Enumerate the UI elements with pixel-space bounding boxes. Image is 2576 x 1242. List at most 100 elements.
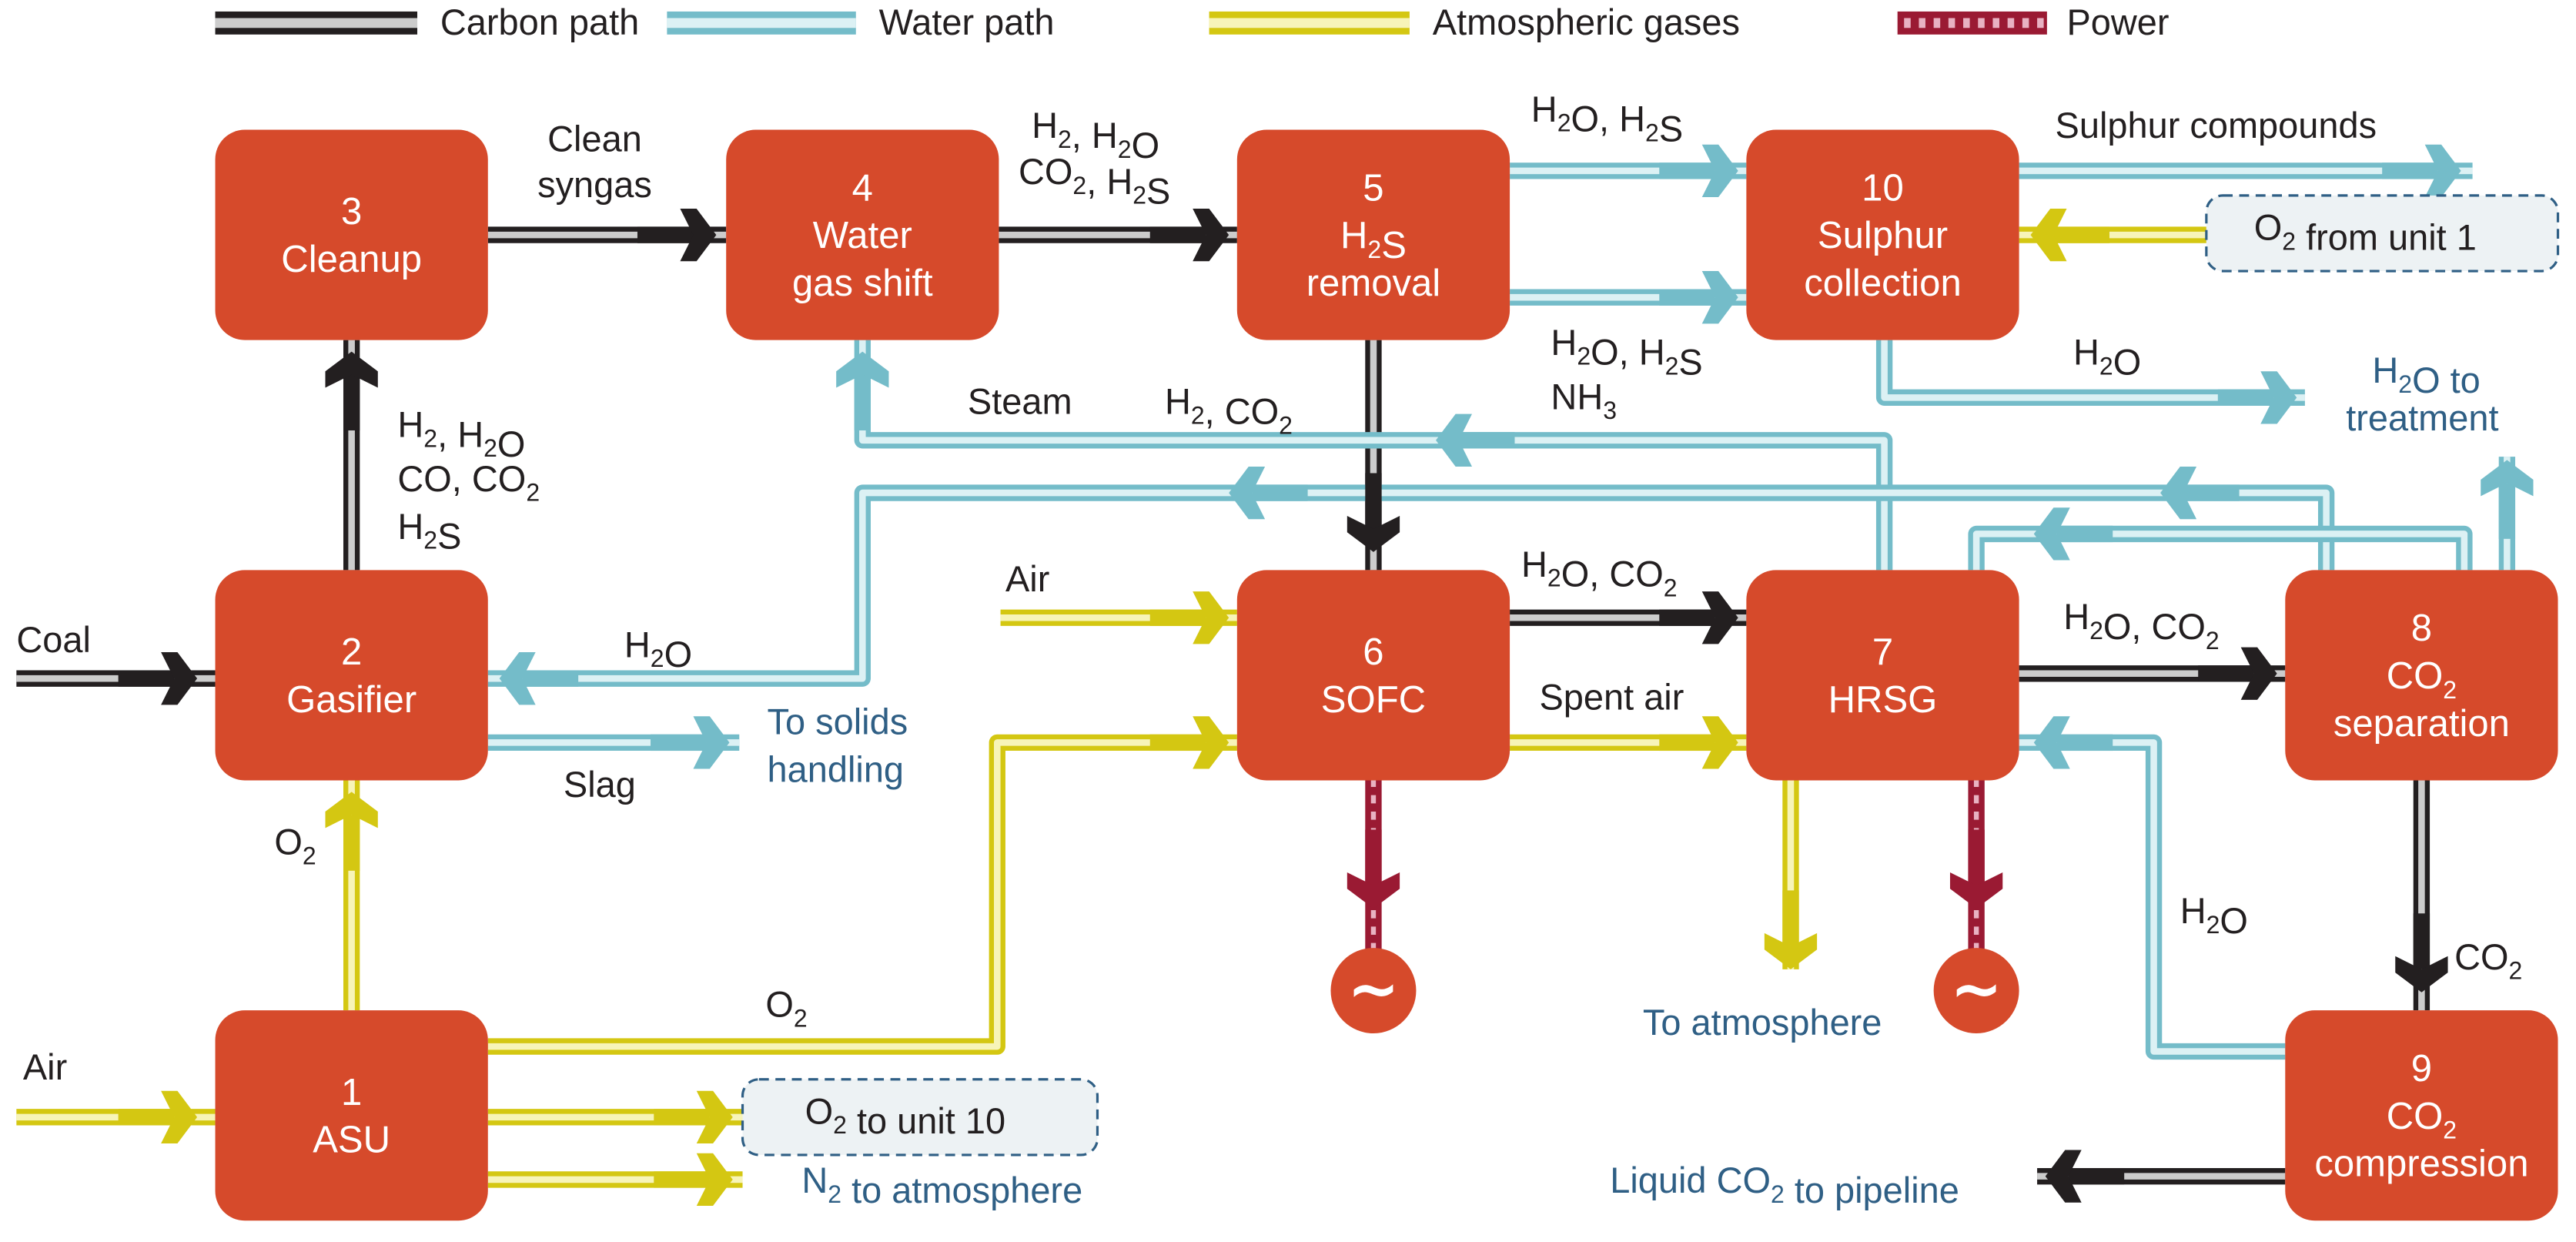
label-h2o-to-treatment-1: H2O to: [2372, 350, 2480, 400]
arrow-o2-sofc: [1149, 716, 1229, 769]
unit-number: 2: [341, 631, 362, 673]
arrow-gasifier-up: [325, 351, 378, 431]
label-n2-to-atmosphere: N2 to atmosphere: [801, 1160, 1082, 1210]
pipe-sulphur-h2o: [1875, 340, 2305, 406]
unit-number: 6: [1363, 631, 1383, 673]
legend-label-carbon: Carbon path: [440, 2, 639, 42]
unit-number: 3: [341, 191, 362, 233]
label-clean-syngas-1: Clean: [547, 119, 642, 159]
label-gasifier-out-1: H2, H2O: [397, 405, 525, 465]
label-liquid-co2: Liquid CO2 to pipeline: [1610, 1160, 1959, 1210]
legend-label-water: Water path: [879, 2, 1055, 42]
pipe-comp-hrsg-h2o: [2019, 734, 2286, 1060]
label-air-asu: Air: [23, 1047, 67, 1087]
legend: Carbon path Water path Atmospheric gases Po…: [215, 2, 2170, 42]
unit-name-line: SOFC: [1321, 679, 1426, 721]
label-sulphur-compounds: Sulphur compounds: [2056, 105, 2377, 146]
label-to-atmosphere: To atmosphere: [1643, 1003, 1882, 1043]
unit-box: [726, 129, 999, 340]
legend-item-power: Power: [1897, 2, 2170, 42]
arrow-coal: [118, 652, 198, 705]
label-co2-down: CO2: [2454, 937, 2522, 985]
arrow-h2o-gasifier: [499, 652, 579, 705]
unit-name-line: Sulphur: [1818, 215, 1948, 256]
arrow-h2o-left-right: [2160, 466, 2240, 520]
unit-number: 8: [2411, 608, 2432, 649]
arrow-to-atmosphere: [1764, 890, 1818, 969]
arrow-liquid-co2: [2045, 1150, 2125, 1203]
arrow-n2: [654, 1153, 733, 1207]
arrow-o2-sulphur: [2030, 208, 2109, 262]
unit-number: 7: [1872, 631, 1893, 673]
label-slag: Slag: [564, 765, 636, 805]
label-h2s-top: H2O, H2S: [1531, 89, 1683, 149]
unit-number: 4: [852, 167, 873, 209]
unit-box: [215, 1010, 488, 1221]
arrow-sulphur-compounds: [2382, 144, 2461, 198]
legend-item-water: Water path: [667, 2, 1055, 42]
arrow-wgs-out: [1149, 208, 1229, 262]
label-wgs-out-2: CO2, H2S: [1019, 152, 1170, 212]
label-spent-air: Spent air: [1539, 678, 1684, 718]
legend-item-atmos: Atmospheric gases: [1209, 2, 1740, 42]
generator-2: ~: [1933, 948, 2019, 1034]
unit-box: [2285, 570, 2558, 781]
arrow-slag: [651, 716, 730, 769]
ac-symbol: ~: [1347, 953, 1400, 1026]
label-gasifier-out-3: H2S: [397, 507, 461, 557]
unit-name-line: Water: [813, 215, 912, 256]
generator-icon: [1933, 948, 2019, 1034]
arrow-air-sofc: [1149, 591, 1229, 644]
arrow-air-asu: [118, 1090, 198, 1143]
label-h2o-gasifier: H2O: [624, 624, 692, 675]
arrow-hrsg-co2sep: [2198, 647, 2277, 700]
label-steam: Steam: [968, 382, 1072, 422]
arrow-o2-gasifier: [325, 792, 378, 871]
legend-label-atmos: Atmospheric gases: [1433, 2, 1740, 42]
note-o2-from-unit1: [2205, 194, 2560, 273]
arrow-steam-left: [1436, 413, 1515, 467]
label-o2-to-unit10: O2 to unit 10: [805, 1091, 1005, 1141]
pipe-h2o-co2sep-gasifier: [487, 484, 2335, 687]
arrow-spent-air: [1659, 716, 1738, 769]
label-sofc-out: H2O, CO2: [1521, 544, 1678, 602]
label-to-solids-1: To solids: [768, 702, 908, 742]
label-coal: Coal: [16, 620, 91, 660]
note-o2-to-unit10: [741, 1078, 1099, 1157]
arrow-h2s-top: [1659, 144, 1738, 198]
arrow-h2o-treatment: [2217, 371, 2297, 424]
arrow-treatment-up: [2481, 460, 2534, 539]
unit-name-line: ASU: [313, 1120, 390, 1161]
unit-box: [2285, 1010, 2558, 1221]
unit-name-line: Gasifier: [286, 679, 417, 721]
unit-box: [1236, 129, 1510, 340]
arrow-o2-unit10: [654, 1090, 733, 1143]
label-h2o-to-treatment-2: treatment: [2346, 398, 2498, 438]
unit-name-line: compression: [2314, 1143, 2528, 1185]
label-h2-co2: H2, CO2: [1165, 382, 1293, 440]
generator-1: ~: [1330, 948, 1417, 1034]
unit-name-line: collection: [1804, 263, 1962, 304]
arrow-hrsg-power: [1949, 829, 2003, 909]
arrow-sofc-power: [1347, 829, 1400, 909]
unit-number: 5: [1363, 167, 1383, 209]
arrow-co2-down: [2395, 913, 2448, 993]
arrow-steam-up: [836, 351, 889, 431]
label-h2o-comp: H2O: [2180, 891, 2248, 941]
unit-number: 9: [2411, 1048, 2432, 1090]
label-o2-from-unit1: O2 from unit 1: [2254, 208, 2477, 258]
label-air-sofc: Air: [1005, 559, 1049, 599]
arrow-h2s-bottom: [1659, 271, 1738, 324]
arrow-clean-syngas: [637, 208, 717, 262]
